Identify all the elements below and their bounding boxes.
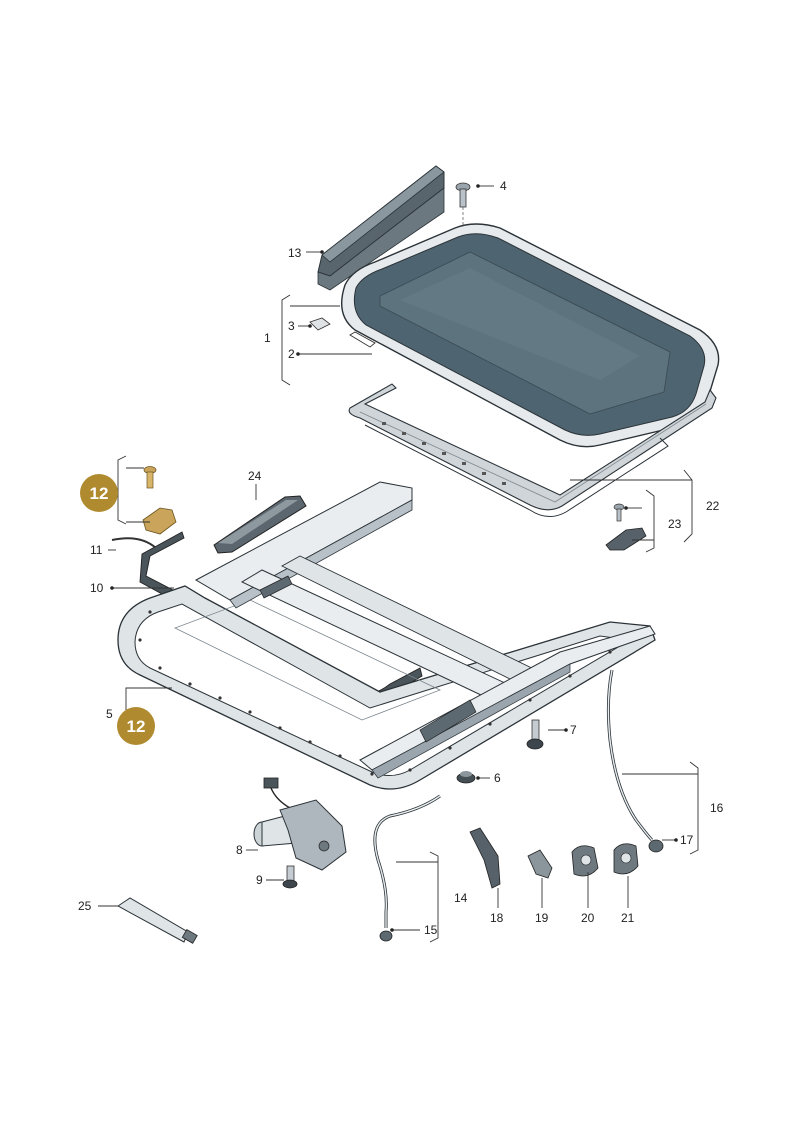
- label-11: 11: [90, 543, 103, 557]
- badge-12-lower: 12: [117, 707, 155, 745]
- badge-12-lower-text: 12: [127, 717, 146, 736]
- label-16: 16: [710, 801, 724, 815]
- part-18-clip: [469, 827, 501, 889]
- part-5-main-frame: [117, 585, 656, 790]
- part-21-clip: [613, 843, 639, 875]
- label-20: 20: [581, 911, 595, 925]
- label-6: 6: [494, 771, 501, 785]
- label-18: 18: [490, 911, 504, 925]
- label-25: 25: [78, 899, 92, 913]
- part-3-cap: [309, 317, 331, 331]
- part-11-hose: [111, 537, 157, 549]
- label-10: 10: [90, 581, 104, 595]
- label-5: 5: [106, 707, 113, 721]
- part-8-motor: [253, 777, 347, 871]
- label-19: 19: [535, 911, 549, 925]
- label-3: 3: [288, 319, 295, 333]
- part-7-bolt: [526, 719, 544, 750]
- badge-12-upper-text: 12: [90, 484, 109, 503]
- label-1: 1: [264, 331, 271, 345]
- part-1-glass-panel: [341, 223, 720, 448]
- label-4: 4: [500, 179, 507, 193]
- part-19-clip: [527, 849, 553, 879]
- part-24-guide: [213, 495, 307, 554]
- part-22-frame-seal: [348, 383, 717, 517]
- label-22: 22: [706, 499, 720, 513]
- part-14-drain-hose: [373, 794, 441, 942]
- part-20-clip: [571, 845, 599, 877]
- label-9: 9: [256, 873, 263, 887]
- part-25-tube: [117, 897, 198, 944]
- label-15: 15: [424, 923, 438, 937]
- part-16-drain-hose: [606, 669, 664, 853]
- label-8: 8: [236, 843, 243, 857]
- leader-lines: [98, 184, 699, 943]
- part-labels: 13 4 1 3 2 22 23 24 11 10 5 7 6 16 17 8 …: [78, 179, 724, 937]
- label-21: 21: [621, 911, 635, 925]
- part-13-deflector: [317, 165, 445, 291]
- label-23: 23: [668, 517, 682, 531]
- part-2-seal: [349, 331, 376, 348]
- part-12-bracket: [142, 466, 177, 535]
- mechanism-rails: [194, 481, 656, 779]
- label-2: 2: [288, 347, 295, 361]
- label-7: 7: [570, 723, 577, 737]
- part-23-latch: [605, 503, 647, 551]
- part-6-nut: [456, 771, 476, 784]
- label-17: 17: [680, 833, 694, 847]
- label-24: 24: [248, 469, 262, 483]
- label-13: 13: [288, 246, 302, 260]
- badge-12-upper: 12: [80, 474, 118, 512]
- label-14: 14: [454, 891, 468, 905]
- part-9-screw: [282, 865, 298, 889]
